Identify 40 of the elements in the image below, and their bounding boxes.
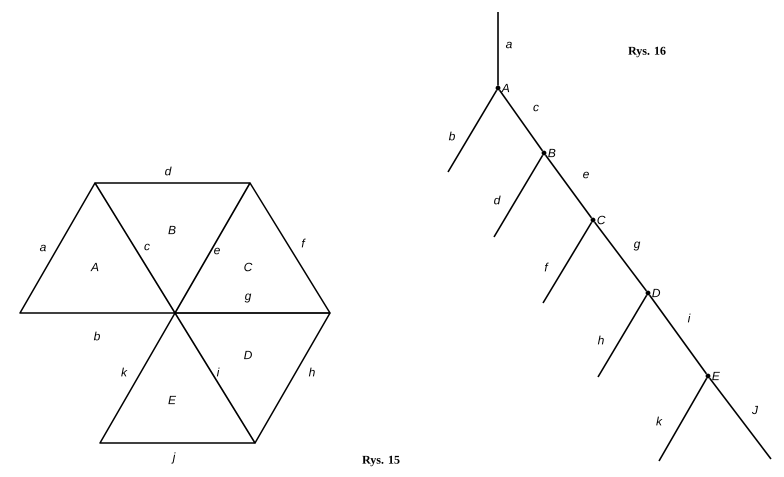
node-label: B	[548, 148, 556, 158]
branch-line	[648, 294, 708, 374]
edge-letter: c	[144, 244, 150, 250]
edge-label: d	[492, 194, 502, 206]
branch-line	[597, 294, 648, 378]
edge-letter: i	[216, 368, 220, 376]
edge-label: e	[582, 170, 590, 180]
edge-label: a	[504, 40, 514, 50]
branch-line	[544, 154, 592, 218]
branch-line	[447, 90, 498, 172]
edge-label: i	[686, 312, 692, 324]
node-label: A	[501, 84, 510, 92]
edge-letter: j	[171, 452, 176, 464]
branch-line	[542, 222, 592, 304]
node-label: E	[712, 372, 720, 380]
node-label: D	[652, 288, 660, 298]
node-label: C	[597, 216, 606, 224]
edge-letter: d	[165, 166, 172, 176]
edge-letter: a	[40, 244, 46, 252]
figure-caption: Rys. 15	[362, 456, 400, 466]
branch-line	[498, 90, 544, 152]
branch-line	[658, 378, 708, 462]
edge-label: J	[751, 404, 759, 416]
edge-label: h	[596, 334, 606, 346]
edge-label: k	[655, 416, 663, 426]
branch-line	[493, 154, 544, 238]
edge-label: g	[632, 240, 642, 252]
edge-letter: f	[302, 238, 306, 248]
branch-line	[594, 222, 648, 292]
figure-caption: Rys. 16	[628, 46, 666, 58]
edge-letter: k	[121, 368, 128, 376]
edge-letter: h	[308, 368, 315, 376]
edge-letter: b	[94, 332, 100, 340]
edge-label: b	[448, 130, 456, 142]
edge-letter: e	[214, 248, 220, 254]
edge-letter: g	[244, 294, 252, 302]
edge-label: f	[543, 262, 549, 272]
branch-line	[708, 378, 772, 460]
edge-label: c	[532, 104, 540, 112]
branch-line	[497, 12, 499, 86]
